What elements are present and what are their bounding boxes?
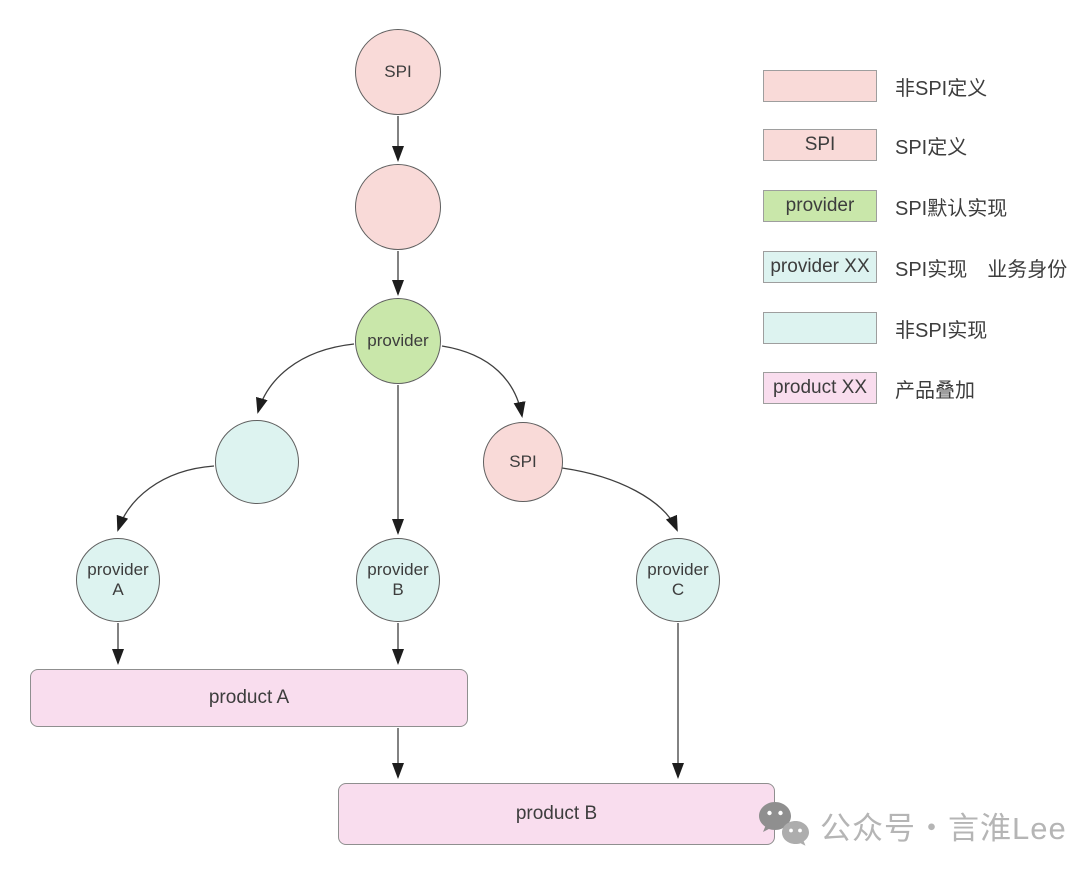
node-label: SPI <box>509 452 537 471</box>
product-a-bar: product A <box>30 669 468 727</box>
legend-row-spi-default-impl: provider SPI默认实现 <box>763 190 1007 222</box>
legend-swatch-pink <box>763 70 877 102</box>
legend-label: 产品叠加 <box>895 379 975 402</box>
node-spi-child: SPI <box>483 422 563 502</box>
legend-swatch-green: provider <box>763 190 877 222</box>
watermark-text: 公众号・言淮Lee <box>820 810 1067 846</box>
legend-label: 非SPI定义 <box>895 77 988 100</box>
watermark: 公众号・言淮Lee <box>758 802 1067 848</box>
legend-row-non-spi-definition: 非SPI定义 <box>763 70 987 102</box>
wechat-icon <box>759 802 809 846</box>
node-label-line1: provider <box>87 560 149 579</box>
legend-label: SPI实现 业务身份 <box>895 258 1068 281</box>
node-label-line1: provider <box>367 560 429 579</box>
node-label-line1: provider <box>647 560 709 579</box>
legend-row-spi-definition: SPI SPI定义 <box>763 129 967 161</box>
node-provider-a: provider A <box>76 538 160 622</box>
product-b-label: product B <box>515 803 598 824</box>
legend-swatch-blue <box>763 312 877 344</box>
legend-swatch-label: provider XX <box>770 256 870 277</box>
node-label: provider <box>367 331 429 350</box>
legend-label: SPI默认实现 <box>895 197 1008 220</box>
legend-row-product-overlay: product XX 产品叠加 <box>763 372 975 404</box>
legend-label: 非SPI实现 <box>895 319 988 342</box>
node-label: SPI <box>384 62 412 81</box>
node-spi-root: SPI <box>355 29 441 115</box>
legend-row-non-spi-impl: 非SPI实现 <box>763 312 987 344</box>
legend-swatch-label: SPI <box>804 134 836 155</box>
legend-row-spi-impl: provider XX SPI实现 业务身份 <box>763 251 1067 283</box>
node-provider-c: provider C <box>636 538 720 622</box>
legend-swatch-blue: provider XX <box>763 251 877 283</box>
legend-swatch-label: product XX <box>773 377 867 398</box>
legend-swatch-product: product XX <box>763 372 877 404</box>
node-label-line2: C <box>671 580 685 599</box>
edge-spi-child-to-provider-c <box>561 467 678 532</box>
edge-unnamed-blue-to-provider-a <box>116 465 215 532</box>
node-label-line2: A <box>112 580 124 599</box>
node-label-line2: B <box>392 580 404 599</box>
product-a-label: product A <box>208 687 290 708</box>
node-provider-b: provider B <box>356 538 440 622</box>
node-provider-default: provider <box>355 298 441 384</box>
edge-provider-to-unnamed-blue <box>256 343 355 414</box>
legend-swatch-label: provider <box>785 195 855 216</box>
legend-label: SPI定义 <box>895 136 968 159</box>
product-b-bar: product B <box>338 783 775 845</box>
edge-provider-to-spi-child <box>441 345 526 418</box>
node-unnamed-blue <box>215 420 299 504</box>
node-unnamed-pink <box>355 164 441 250</box>
legend-swatch-pink: SPI <box>763 129 877 161</box>
